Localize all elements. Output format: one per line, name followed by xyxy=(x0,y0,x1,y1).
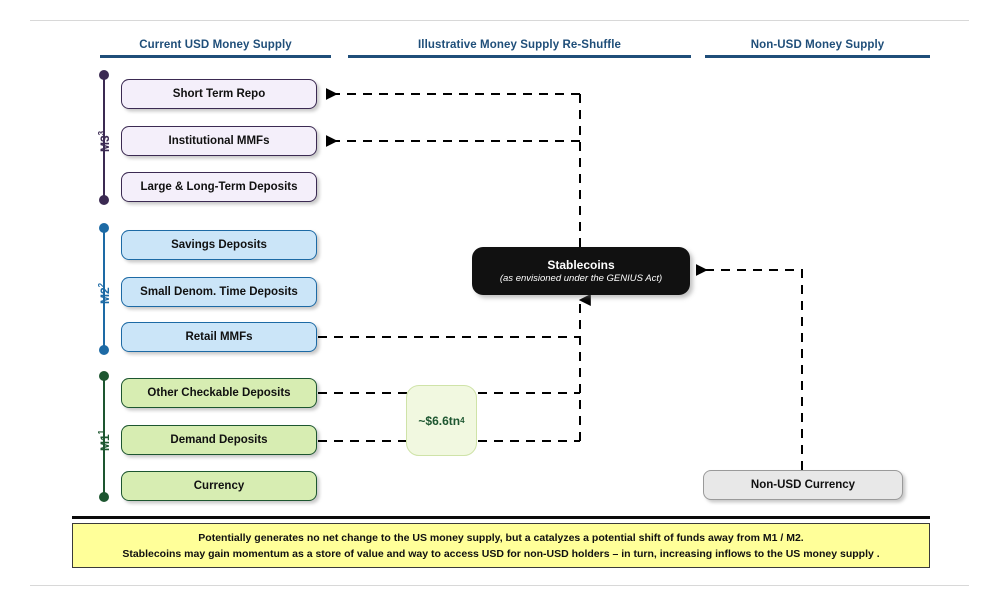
non-usd-currency-node[interactable]: Non-USD Currency xyxy=(703,470,903,500)
non-usd-currency-label: Non-USD Currency xyxy=(750,479,856,491)
money-supply-box-currency[interactable]: Currency xyxy=(121,471,317,501)
footer-callout-banner: Potentially generates no net change to t… xyxy=(72,523,930,568)
page-rule-top xyxy=(30,20,969,21)
group-axis-m3-label: M33 xyxy=(97,131,112,152)
group-axis-m2-label: M22 xyxy=(97,283,112,304)
stablecoins-title: Stablecoins xyxy=(547,257,615,272)
money-supply-box-label: Currency xyxy=(193,480,245,492)
money-supply-box-label: Savings Deposits xyxy=(171,239,267,251)
money-supply-box-label: Large & Long-Term Deposits xyxy=(140,181,298,193)
group-axis-m2-label-text: M2 xyxy=(98,287,112,304)
money-supply-box-short-term-repo[interactable]: Short Term Repo xyxy=(121,79,317,109)
money-supply-box-label: Other Checkable Deposits xyxy=(147,387,291,399)
group-axis-m1-dot-bottom xyxy=(99,492,109,502)
money-supply-box-other-checkable-deposits[interactable]: Other Checkable Deposits xyxy=(121,378,317,408)
group-axis-m3-spine xyxy=(103,75,105,200)
column-header-reshuffle-underline xyxy=(348,55,691,58)
money-supply-box-label: Institutional MMFs xyxy=(168,135,270,147)
group-axis-m2-spine xyxy=(103,228,105,350)
column-header-non-usd: Non-USD Money Supply xyxy=(705,38,930,58)
money-supply-box-small-denom-time-deposits[interactable]: Small Denom. Time Deposits xyxy=(121,277,317,307)
money-supply-box-savings-deposits[interactable]: Savings Deposits xyxy=(121,230,317,260)
stablecoins-subtitle: (as envisioned under the GENIUS Act) xyxy=(499,272,663,284)
group-axis-m3-dot-bottom xyxy=(99,195,109,205)
amount-callout-value: ~$6.6tn xyxy=(418,413,461,428)
money-supply-box-label: Demand Deposits xyxy=(170,434,268,446)
money-supply-box-label: Small Denom. Time Deposits xyxy=(140,286,298,298)
connector-from-non-usd-currency xyxy=(695,264,803,470)
page-rule-bottom xyxy=(30,585,969,586)
column-header-non-usd-label: Non-USD Money Supply xyxy=(750,39,885,51)
money-supply-box-large-long-term-deposits[interactable]: Large & Long-Term Deposits xyxy=(121,172,317,202)
column-header-non-usd-underline xyxy=(705,55,930,58)
column-header-current-usd-label: Current USD Money Supply xyxy=(139,39,292,51)
column-header-current-usd-underline xyxy=(100,55,331,58)
column-header-current-usd: Current USD Money Supply xyxy=(100,38,331,58)
group-axis-m1-label-text: M1 xyxy=(98,434,112,451)
money-supply-box-demand-deposits[interactable]: Demand Deposits xyxy=(121,425,317,455)
money-supply-box-label: Short Term Repo xyxy=(172,88,266,100)
footer-callout-line-2: Stablecoins may gain momentum as a store… xyxy=(122,547,880,560)
group-axis-m3-label-text: M3 xyxy=(98,135,112,152)
group-axis-m3-label-sup: 3 xyxy=(97,130,106,136)
footer-callout-line-1: Potentially generates no net change to t… xyxy=(198,531,804,544)
money-supply-box-label: Retail MMFs xyxy=(185,331,253,343)
group-axis-m1-label: M11 xyxy=(97,430,112,451)
column-header-reshuffle-label: Illustrative Money Supply Re-Shuffle xyxy=(418,39,621,51)
footer-divider xyxy=(72,516,930,519)
stablecoins-node[interactable]: Stablecoins (as envisioned under the GEN… xyxy=(472,247,690,295)
group-axis-m1-spine xyxy=(103,376,105,497)
group-axis-m2-dot-bottom xyxy=(99,345,109,355)
amount-callout-footnote: 4 xyxy=(460,416,465,425)
money-supply-box-institutional-mmfs[interactable]: Institutional MMFs xyxy=(121,126,317,156)
money-supply-box-retail-mmfs[interactable]: Retail MMFs xyxy=(121,322,317,352)
group-axis-m2-label-sup: 2 xyxy=(97,282,106,288)
group-axis-m1-label-sup: 1 xyxy=(97,429,106,435)
column-header-reshuffle: Illustrative Money Supply Re-Shuffle xyxy=(348,38,691,58)
